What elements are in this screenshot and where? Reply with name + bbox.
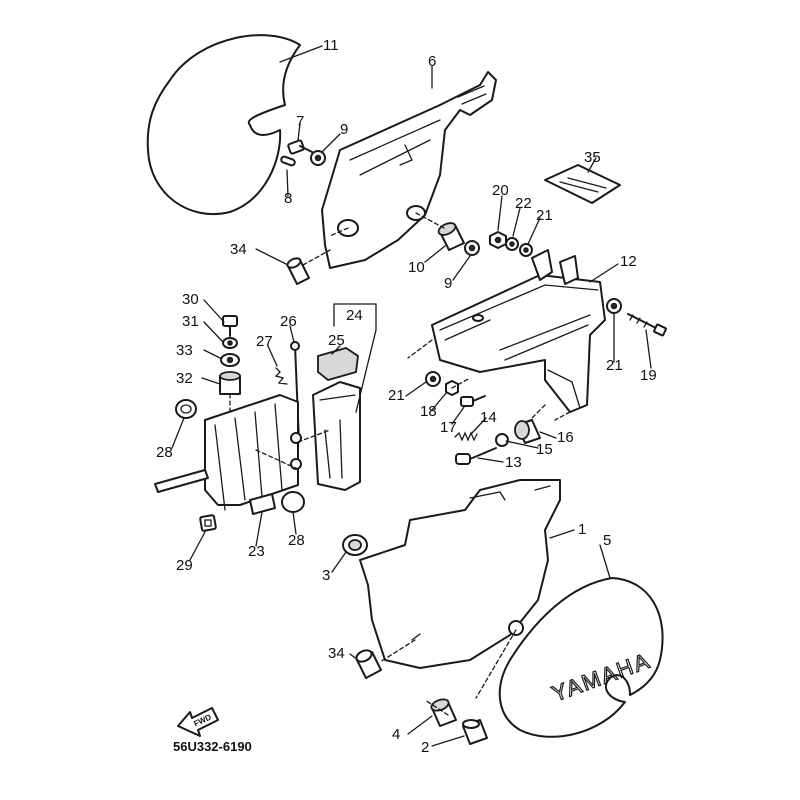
callout-35: 35 (584, 149, 601, 166)
callout-13: 13 (505, 454, 522, 471)
part-33-washer[interactable] (220, 353, 240, 367)
callout-29: 29 (176, 557, 193, 574)
callout-28-left: 28 (156, 444, 173, 461)
part-15-washer[interactable] (495, 433, 509, 447)
part-34-grommet-upper[interactable] (286, 256, 310, 285)
part-22-washer[interactable] (505, 237, 519, 251)
callout-16: 16 (557, 429, 574, 446)
callout-26: 26 (280, 313, 297, 330)
callout-31: 31 (182, 313, 199, 330)
callout-34-lower: 34 (328, 645, 345, 662)
callout-8: 8 (284, 190, 292, 207)
callout-25: 25 (328, 332, 345, 349)
part-32-damper[interactable] (219, 371, 241, 395)
part-6-side-cover-upper[interactable] (321, 71, 497, 269)
callout-23: 23 (248, 543, 265, 560)
part-1-side-cover-lower[interactable] (359, 479, 561, 669)
callout-2: 2 (421, 739, 429, 756)
forward-arrow-icon: FWD (177, 707, 219, 737)
callout-17: 17 (440, 419, 457, 436)
callout-11: 11 (323, 37, 339, 54)
callout-18: 18 (420, 403, 437, 420)
part-7-bolt[interactable] (287, 139, 313, 155)
callout-9-lower: 9 (444, 275, 452, 292)
part-8-pin[interactable] (280, 155, 296, 167)
callout-21-right: 21 (606, 357, 623, 374)
part-30-bolt[interactable] (222, 315, 238, 337)
callout-33: 33 (176, 342, 193, 359)
callout-34-upper: 34 (230, 241, 247, 258)
callout-14: 14 (480, 409, 497, 426)
callout-22: 22 (515, 195, 532, 212)
callout-4: 4 (392, 726, 400, 743)
callout-20: 20 (492, 182, 509, 199)
callout-24: 24 (346, 307, 363, 324)
part-14-spring[interactable] (454, 431, 478, 442)
part-16-damper[interactable] (514, 419, 541, 444)
callout-10: 10 (408, 259, 425, 276)
part-12-battery-box[interactable] (431, 249, 606, 413)
callout-30: 30 (182, 291, 199, 308)
part-21-washer-top[interactable] (519, 243, 533, 257)
part-10-grommet[interactable] (437, 221, 465, 251)
callout-28-right: 28 (288, 532, 305, 549)
leader-lines (171, 45, 652, 747)
callout-7: 7 (296, 113, 304, 130)
callout-labels: 11 6 7 9 8 35 20 22 21 34 10 9 12 30 24 … (156, 37, 657, 756)
bracket-assembly[interactable] (154, 394, 302, 511)
part-9-washer-upper[interactable] (310, 150, 326, 166)
part-17-bolt[interactable] (460, 395, 486, 407)
part-5-yamaha-emblem[interactable]: YAMAHA (498, 577, 664, 738)
callout-12: 12 (620, 253, 637, 270)
part-2-bolt[interactable] (462, 719, 488, 745)
part-4-grommet[interactable] (430, 697, 457, 727)
part-19-bolt[interactable] (627, 313, 667, 337)
callout-21-center: 21 (388, 387, 405, 404)
callout-6: 6 (428, 53, 436, 70)
part-34-grommet-lower[interactable] (355, 648, 382, 679)
part-3-grommet[interactable] (342, 534, 368, 556)
callout-1: 1 (578, 521, 586, 538)
part-24-tool-holder[interactable] (312, 381, 361, 491)
part-11-decal-upper[interactable] (146, 34, 301, 216)
callout-15: 15 (536, 441, 553, 458)
part-9-washer-lower[interactable] (464, 240, 480, 256)
callout-9-upper: 9 (340, 121, 348, 138)
callout-27: 27 (256, 333, 273, 350)
part-28-cap-right[interactable] (281, 491, 305, 513)
part-20-nut[interactable] (489, 231, 507, 249)
part-23-tab[interactable] (249, 493, 276, 515)
part-31-washer[interactable] (222, 337, 238, 349)
part-29-nut[interactable] (199, 514, 217, 532)
part-13-bolt[interactable] (455, 447, 497, 465)
callout-21-top: 21 (536, 207, 553, 224)
part-25-lid[interactable] (317, 347, 359, 381)
part-27-spring[interactable] (274, 367, 288, 385)
callout-3: 3 (322, 567, 330, 584)
part-35-pad[interactable] (544, 164, 621, 204)
part-21-washer-right[interactable] (606, 298, 622, 314)
part-21-washer-center[interactable] (425, 371, 441, 387)
guide-lines (229, 212, 571, 716)
catalog-code: 56U332-6190 (173, 739, 252, 754)
callout-5: 5 (603, 532, 611, 549)
callout-19: 19 (640, 367, 657, 384)
part-28-cap-left[interactable] (175, 399, 197, 419)
callout-32: 32 (176, 370, 193, 387)
